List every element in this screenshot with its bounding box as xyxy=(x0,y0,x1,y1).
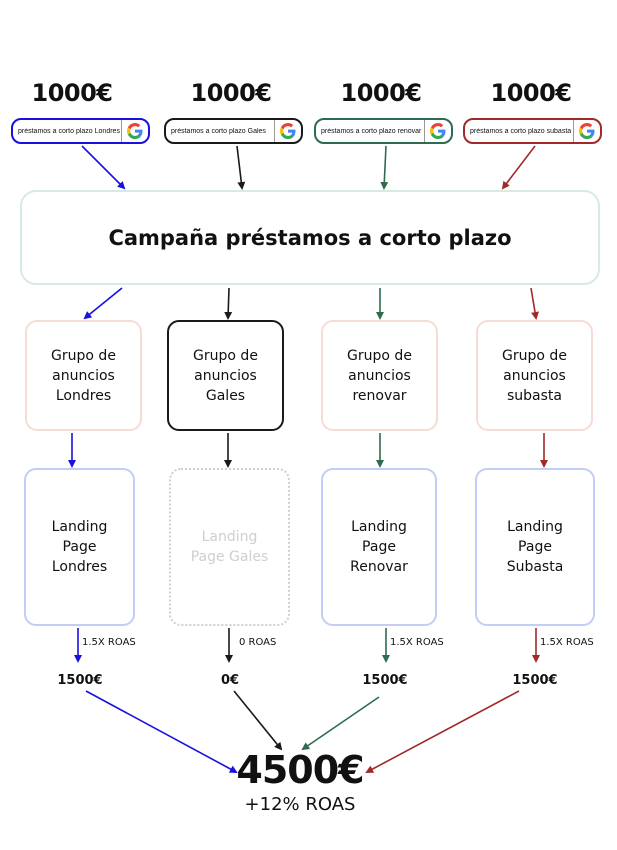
arrow-campaign-londres xyxy=(83,287,123,320)
google-icon xyxy=(573,120,600,142)
arrow-result-renovar xyxy=(301,696,380,751)
result-londres: 1500€ xyxy=(57,673,103,688)
budget-gales: 1000€ xyxy=(190,79,273,107)
landing-page-gales: Landing Page Gales xyxy=(169,468,290,626)
search-query-text: préstamos a corto plazo Londres xyxy=(18,127,120,135)
landing-page-subasta: Landing Page Subasta xyxy=(475,468,595,626)
budget-londres: 1000€ xyxy=(31,79,114,107)
search-query-renovar: préstamos a corto plazo renovar xyxy=(314,118,453,144)
search-query-subasta: préstamos a corto plazo subasta xyxy=(463,118,602,144)
landing-page-renovar: Landing Page Renovar xyxy=(321,468,437,626)
roas-label-londres: 1.5X ROAS xyxy=(82,637,136,648)
search-query-gales: préstamos a corto plazo Gales xyxy=(164,118,303,144)
google-icon xyxy=(121,120,148,142)
budget-subasta: 1000€ xyxy=(490,79,573,107)
result-subasta: 1500€ xyxy=(512,673,558,688)
search-query-text: préstamos a corto plazo subasta xyxy=(470,127,572,135)
ad-group-gales: Grupo de anuncios Gales xyxy=(167,320,284,431)
arrow-campaign-subasta xyxy=(530,287,539,320)
google-icon xyxy=(424,120,451,142)
arrow-search-renovar xyxy=(380,145,389,190)
campaign-box: Campaña préstamos a corto plazo xyxy=(20,190,600,285)
total-value: 4500€ xyxy=(236,748,364,792)
ad-group-londres: Grupo de anuncios Londres xyxy=(25,320,142,431)
arrow-campaign-gales xyxy=(224,287,233,320)
total-roas: +12% ROAS xyxy=(244,794,356,815)
search-query-text: préstamos a corto plazo Gales xyxy=(171,127,266,135)
result-renovar: 1500€ xyxy=(362,673,408,688)
arrow-search-gales xyxy=(236,145,246,190)
ad-group-subasta: Grupo de anuncios subasta xyxy=(476,320,593,431)
search-query-text: préstamos a corto plazo renovar xyxy=(321,127,422,135)
arrow-result-londres xyxy=(85,690,238,773)
result-gales: 0€ xyxy=(220,673,240,688)
arrow-result-gales xyxy=(233,690,283,751)
roas-label-gales: 0 ROAS xyxy=(239,637,277,648)
arrow-result-subasta xyxy=(365,690,520,773)
search-query-londres: préstamos a corto plazo Londres xyxy=(11,118,150,144)
arrow-search-subasta xyxy=(501,145,536,190)
roas-label-subasta: 1.5X ROAS xyxy=(540,637,594,648)
roas-label-renovar: 1.5X ROAS xyxy=(390,637,444,648)
landing-page-londres: Landing Page Londres xyxy=(24,468,135,626)
arrow-search-londres xyxy=(81,145,126,190)
ad-group-renovar: Grupo de anuncios renovar xyxy=(321,320,438,431)
google-icon xyxy=(274,120,301,142)
budget-renovar: 1000€ xyxy=(340,79,423,107)
